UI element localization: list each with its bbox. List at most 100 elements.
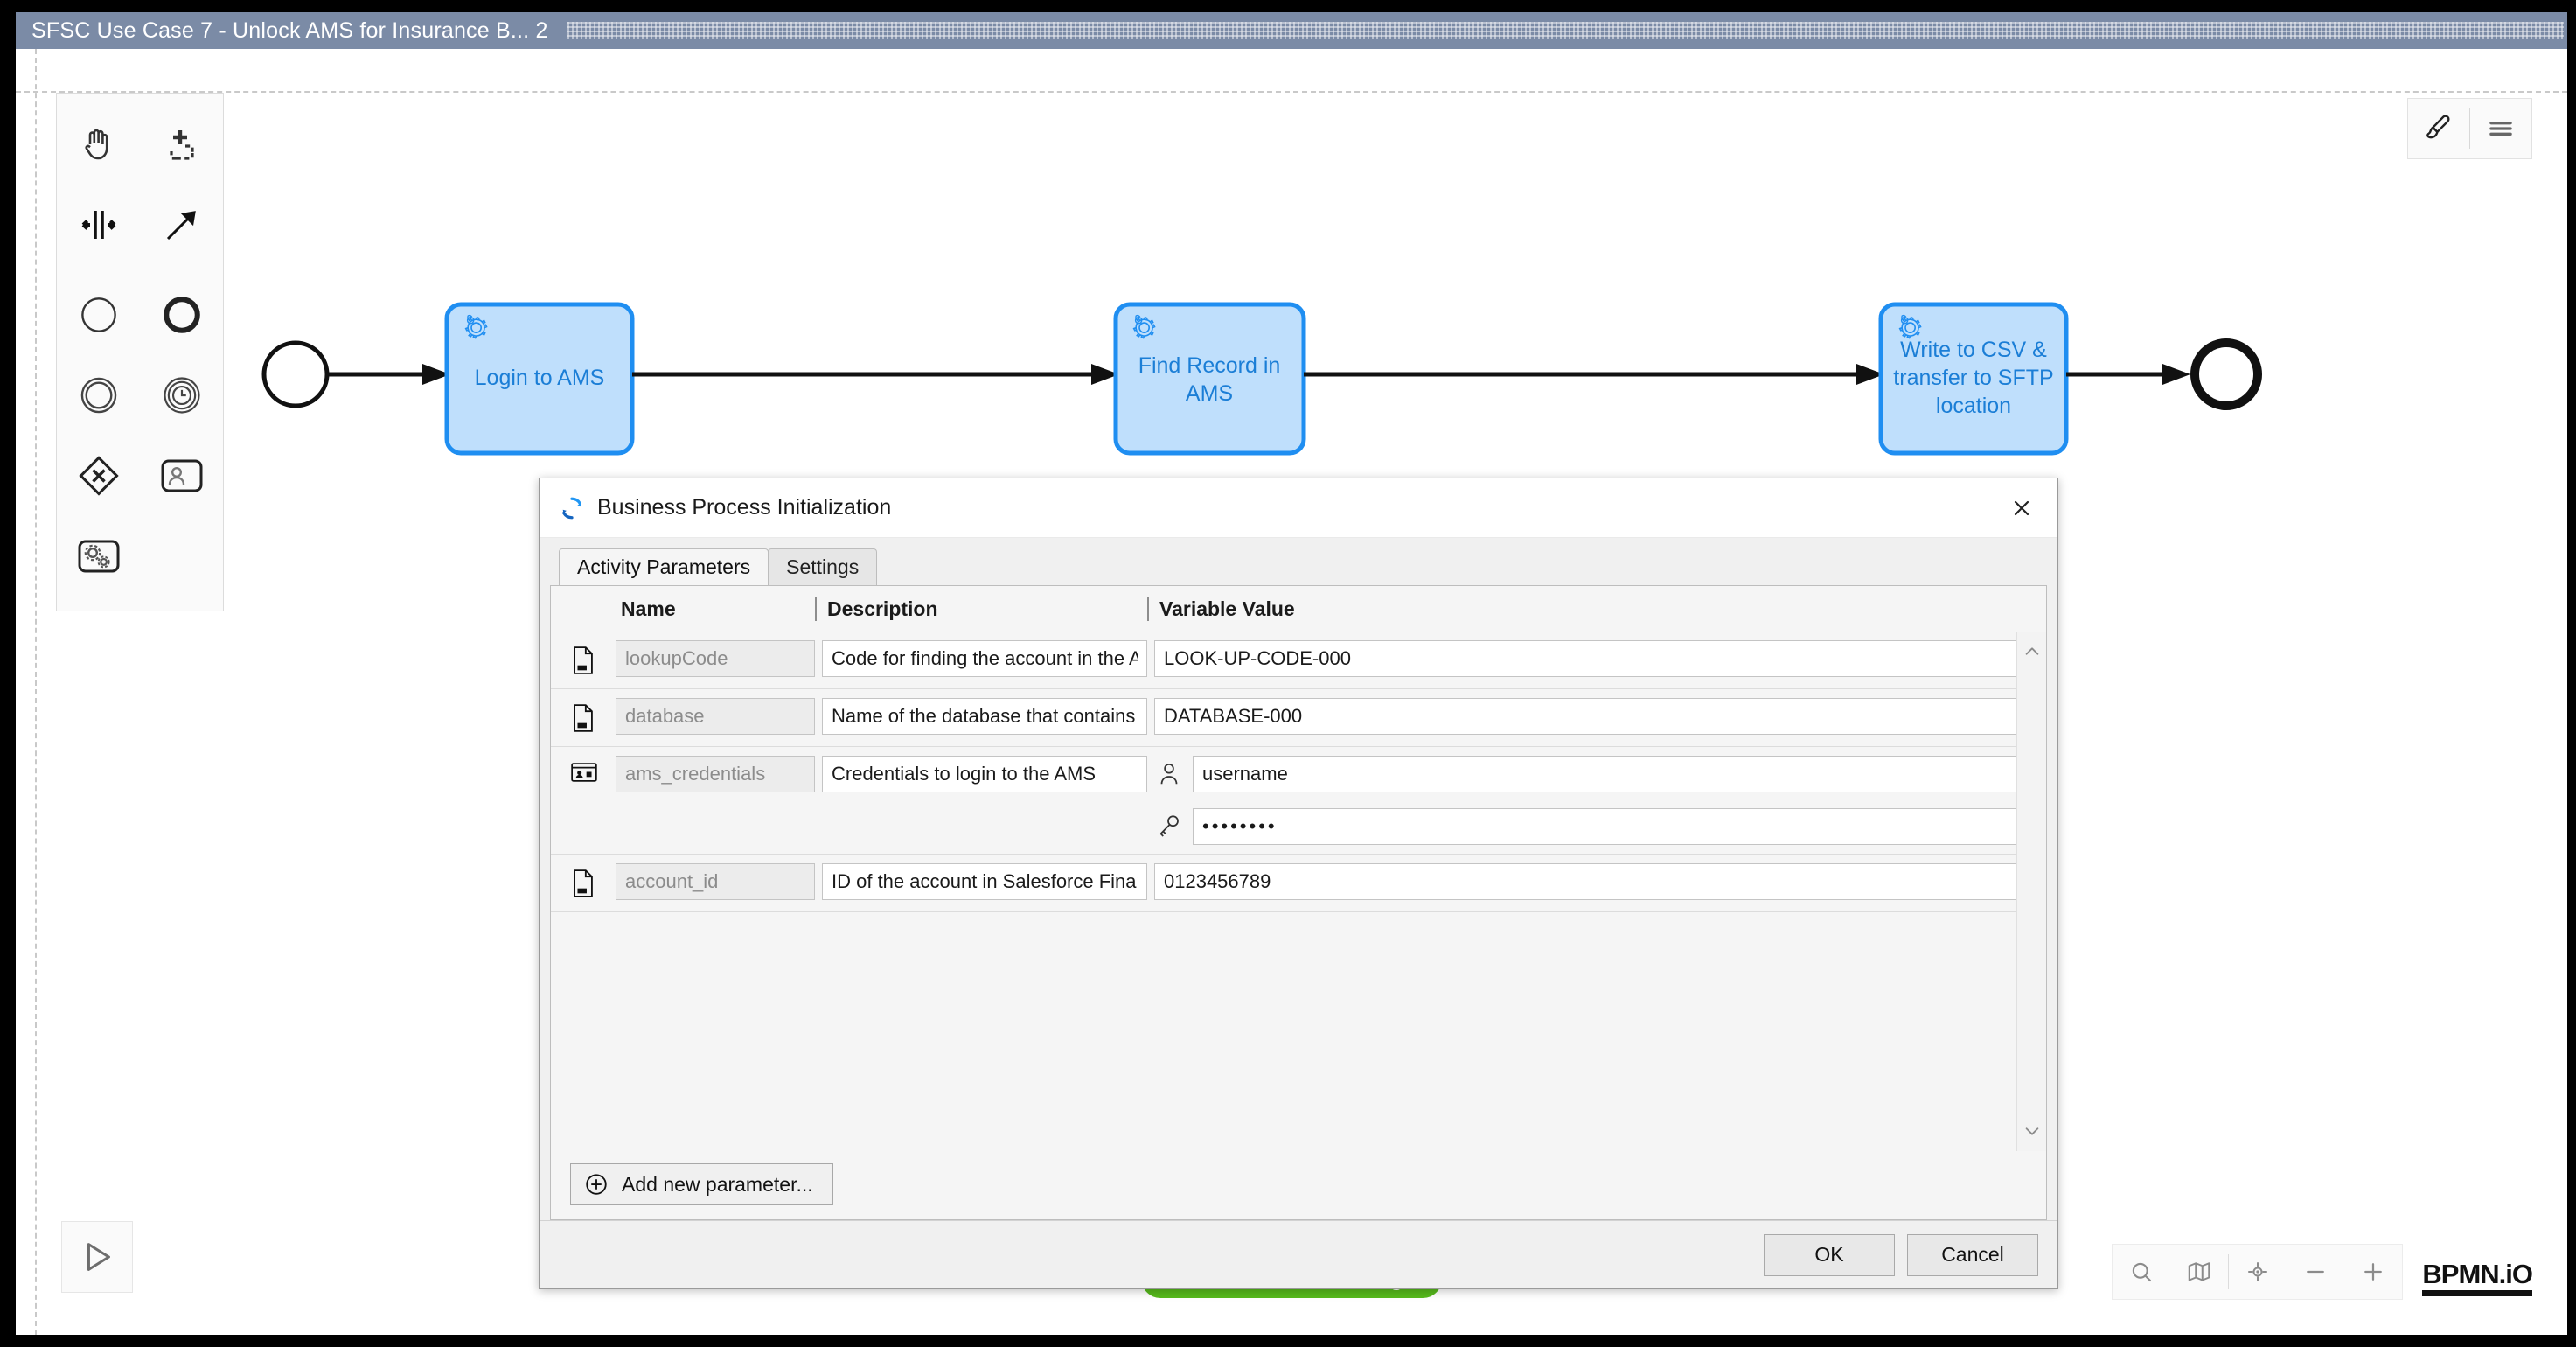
parameter-description-input[interactable] [822, 640, 1147, 677]
end-event-button[interactable] [140, 275, 223, 355]
table-row[interactable] [551, 689, 2016, 747]
dialog-footer: OK Cancel [540, 1220, 2057, 1288]
start-event-button[interactable] [57, 275, 140, 355]
bpmn-canvas[interactable]: Login to AMS Find Record in AMS Write to… [16, 49, 2567, 1335]
end-event-icon [163, 297, 200, 333]
task-find-record-label-line2: AMS [1186, 381, 1233, 406]
tab-settings[interactable]: Settings [768, 548, 878, 585]
task-write-to-csv[interactable] [1878, 302, 2069, 456]
bpmn-io-logo-text: BPMN.iO [2422, 1259, 2533, 1289]
zoom-out-button[interactable] [2287, 1245, 2344, 1299]
parameter-name-input[interactable] [616, 698, 815, 735]
minimap-button[interactable] [2170, 1245, 2228, 1299]
start-event-icon [80, 297, 116, 332]
service-task-button[interactable] [57, 516, 140, 597]
business-process-initialization-dialog[interactable]: Business Process Initialization Activity… [539, 478, 2058, 1289]
dialog-titlebar: Business Process Initialization [540, 478, 2057, 538]
task-find-record-in-ams[interactable] [1113, 302, 1306, 456]
parameter-description-cell [815, 640, 1147, 677]
lasso-tool-button[interactable] [140, 104, 223, 185]
parameter-name-cell [609, 863, 815, 900]
dialog-title: Business Process Initialization [597, 495, 892, 520]
parameter-description-input[interactable] [822, 756, 1147, 792]
parameter-value-input[interactable] [1154, 640, 2016, 677]
scroll-up-button[interactable] [2019, 639, 2045, 665]
parameter-name-input[interactable] [616, 640, 815, 677]
tab-activity-parameters[interactable]: Activity Parameters [559, 548, 769, 585]
run-process-button[interactable] [61, 1221, 133, 1293]
window-titlebar: SFSC Use Case 7 - Unlock AMS for Insuran… [16, 12, 2567, 49]
end-event-shape[interactable] [2190, 338, 2262, 410]
gateway-button[interactable] [57, 436, 140, 516]
plus-circle-icon [586, 1174, 607, 1195]
toolbar-divider [2469, 108, 2470, 149]
bpmn-io-logo-bar [2422, 1290, 2532, 1296]
canvas-top-right-toolbar[interactable] [2407, 98, 2532, 159]
parameter-name-input[interactable] [616, 863, 815, 900]
task-login-to-ams[interactable] [444, 302, 635, 456]
zoom-controls[interactable] [2112, 1244, 2403, 1300]
parameter-description-cell [815, 863, 1147, 900]
parameters-rows [551, 632, 2016, 1151]
menu-button[interactable] [2470, 99, 2531, 158]
parameter-description-cell [815, 698, 1147, 735]
parameter-name-cell [609, 756, 815, 792]
text-document-icon [574, 869, 593, 897]
canvas-guide-horizontal [16, 91, 2567, 93]
row-type-icon-cell [570, 863, 609, 903]
cancel-button[interactable]: Cancel [1907, 1233, 2038, 1276]
parameters-scrollbar[interactable] [2016, 632, 2046, 1151]
parameter-credentials-cell [1147, 756, 2016, 845]
credentials-password-row [1154, 808, 2016, 845]
add-parameter-row: Add new parameter... [551, 1151, 2046, 1219]
reset-zoom-button[interactable] [2229, 1245, 2287, 1299]
global-connect-tool-button[interactable] [140, 185, 223, 265]
search-button[interactable] [2113, 1245, 2170, 1299]
scroll-down-button[interactable] [2019, 1118, 2045, 1144]
ok-button[interactable]: OK [1764, 1233, 1895, 1276]
user-task-button[interactable] [140, 436, 223, 516]
parameters-table-header: Name Description Variable Value [551, 586, 2046, 632]
timer-event-button[interactable] [140, 355, 223, 436]
text-document-icon [574, 646, 593, 674]
parameter-description-cell [815, 756, 1147, 792]
chevron-down-icon [2025, 1127, 2038, 1135]
start-event-shape[interactable] [261, 340, 330, 408]
parameter-value-input[interactable] [1154, 863, 2016, 900]
table-row[interactable] [551, 632, 2016, 689]
tab-settings-label: Settings [786, 555, 860, 578]
dialog-close-button[interactable] [2002, 488, 2042, 528]
dialog-tabs[interactable]: Activity Parameters Settings [550, 547, 2047, 585]
style-paintbrush-button[interactable] [2408, 99, 2469, 158]
bpmn-palette[interactable] [56, 93, 224, 611]
chevron-up-icon [2025, 647, 2038, 655]
intermediate-event-button[interactable] [57, 355, 140, 436]
window-title: SFSC Use Case 7 - Unlock AMS for Insuran… [31, 17, 548, 43]
credentials-password-input[interactable] [1193, 808, 2016, 845]
parameter-description-input[interactable] [822, 698, 1147, 735]
reset-zoom-icon [2248, 1262, 2267, 1281]
parameter-name-input[interactable] [616, 756, 815, 792]
task-login-to-ams-label: Login to AMS [475, 366, 605, 390]
credentials-username-row [1154, 756, 2016, 792]
credentials-username-input[interactable] [1193, 756, 2016, 792]
process-icon [562, 497, 581, 519]
table-row[interactable] [551, 747, 2016, 855]
parameter-value-cell [1147, 698, 2016, 735]
minimap-icon [2188, 1262, 2210, 1281]
zoom-divider [2228, 1254, 2229, 1289]
intermediate-event-icon [80, 377, 116, 414]
add-new-parameter-button[interactable]: Add new parameter... [570, 1163, 833, 1205]
hand-tool-button[interactable] [57, 104, 140, 185]
zoom-in-button[interactable] [2344, 1245, 2402, 1299]
tab-activity-parameters-label: Activity Parameters [577, 555, 751, 578]
person-icon [1154, 761, 1184, 787]
table-row[interactable] [551, 855, 2016, 912]
parameter-value-input[interactable] [1154, 698, 2016, 735]
key-icon [1154, 813, 1184, 840]
space-tool-button[interactable] [57, 185, 140, 265]
column-header-variable-value: Variable Value [1147, 597, 2046, 621]
parameter-description-input[interactable] [822, 863, 1147, 900]
add-new-parameter-label: Add new parameter... [622, 1172, 813, 1196]
